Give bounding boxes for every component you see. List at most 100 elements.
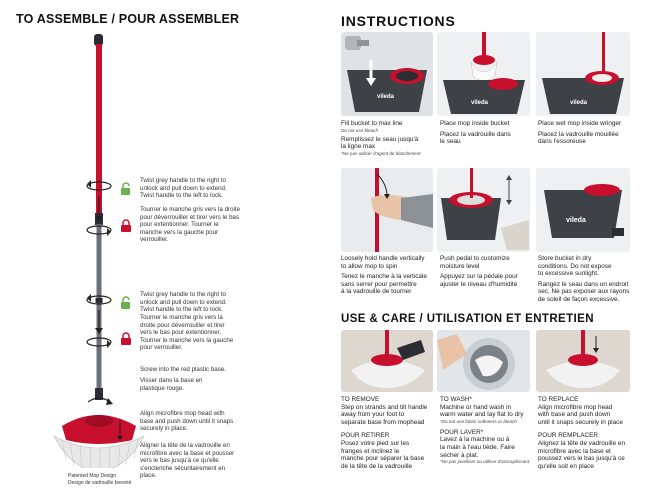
- caption-fr: sans serrer pour permettre: [341, 280, 417, 288]
- svg-text:vileda: vileda: [566, 217, 586, 224]
- caption-note-en: *Do not use fabric softeners or bleach: [440, 418, 517, 424]
- photo-wringer: vileda: [536, 32, 630, 116]
- text-line: Tourner le manche gris vers la droite: [140, 206, 241, 213]
- instruction-3-caption: Place wet mop inside wringer Placez la v…: [538, 120, 638, 146]
- caption-en: Store bucket in dry: [538, 255, 592, 262]
- caption-fr: Posez votre pied sur les: [341, 439, 410, 447]
- caption-fr: de la tête de la vadrouille: [341, 462, 413, 470]
- text-line: verrouiller.: [140, 236, 169, 244]
- step1-text-fr: Tourner le manche gris vers la droite po…: [140, 206, 310, 244]
- lock-icon: [121, 332, 131, 345]
- caption-fr: microfibre avec la base et: [538, 447, 611, 455]
- caption-fr: Placez la vadrouille mouillée: [538, 130, 619, 138]
- patent-en: Patented Mop Design: [68, 473, 117, 479]
- instructions-title: INSTRUCTIONS: [341, 13, 456, 29]
- caption-note-fr: *Ne pas javelliser ou utiliser d'assoupl…: [440, 459, 531, 465]
- care-title-fr: POUR LAVER*: [440, 428, 484, 436]
- caption-en: Step on strands and tilt handle: [341, 403, 428, 411]
- caption-fr: Placez la vadrouille dans: [440, 130, 511, 138]
- unlock-icon: [121, 182, 130, 195]
- instruction-2-caption: Place mop inside bucket Placez la vadrou…: [440, 120, 535, 146]
- care-replace-caption: TO REPLACE Align microfibre mop head wit…: [538, 396, 644, 470]
- caption-fr: franges et inclinez le: [341, 447, 400, 455]
- caption-en: to allow mop to spin: [341, 262, 398, 270]
- photo-replace: [536, 330, 630, 392]
- care-wash-caption: TO WASH* Machine or hand wash in warm wa…: [440, 396, 537, 465]
- photo-wash: [437, 330, 530, 392]
- photo-fill-bucket: vileda: [341, 32, 433, 116]
- text-line: s'enclenche sécuritairement en: [140, 464, 226, 472]
- text-line: vers le bas jusqu'à ce qu'elle: [140, 457, 219, 465]
- photo-store-bucket: vileda: [536, 168, 630, 252]
- text-line: manche vers la gauche pour: [140, 228, 219, 236]
- mop-illustration: [53, 34, 145, 468]
- instruction-5-caption: Push pedal to customize moisture level A…: [440, 255, 535, 288]
- caption-note-en: Do not use bleach: [341, 127, 379, 133]
- care-title-fr: POUR RETIRER: [341, 432, 390, 440]
- photo-hold-handle: [341, 168, 433, 252]
- caption-fr: le seau: [440, 138, 461, 146]
- step4-text-fr: Aligner la tête de la vadrouille en micr…: [140, 442, 310, 480]
- caption-fr: la ligne max: [341, 143, 376, 151]
- care-title-en: TO REPLACE: [538, 396, 579, 403]
- lock-icon: [121, 219, 131, 232]
- text-line: Align microfibre mop head with: [140, 410, 225, 417]
- vileda-logo: vileda: [377, 94, 395, 100]
- text-line: securely in place.: [140, 425, 188, 433]
- caption-fr: Remplissez le seau jusqu'à: [341, 135, 419, 143]
- step4-text-en: Align microfibre mop head with base and …: [140, 410, 310, 433]
- photo-place-mop: vileda: [437, 32, 530, 116]
- caption-fr: poussez vers le bas jusqu'à ce: [538, 455, 625, 463]
- instruction-1-caption: Fill bucket to max line Do not use bleac…: [341, 120, 436, 157]
- step1-text-en: Twist grey handle to the right to unlock…: [140, 177, 310, 200]
- caption-en: conditions. Do not expose: [538, 262, 612, 270]
- care-title-fr: POUR REMPLACER: [538, 432, 599, 440]
- caption-en: separate base from mophead: [341, 418, 425, 426]
- caption-fr: Rangez le seau dans un endroit: [538, 280, 629, 288]
- caption-en: Align microfibre mop head: [538, 403, 613, 411]
- caption-en: moisture level: [440, 262, 480, 270]
- caption-fr: sécher à plat.: [440, 451, 479, 459]
- caption-fr: ajuster le niveau d'humidité: [440, 280, 518, 288]
- caption-en: Fill bucket to max line: [341, 120, 403, 127]
- caption-fr: dans l'essoreuse: [538, 138, 586, 146]
- assemble-title: TO ASSEMBLE / POUR ASSEMBLER: [16, 12, 240, 26]
- caption-note-fr: *Ne pas utiliser d'agent de blanchiment: [341, 150, 421, 156]
- caption-en: Push pedal to customize: [440, 255, 510, 262]
- svg-text:vileda: vileda: [471, 100, 489, 106]
- text-line: pour verrouiller.: [140, 344, 183, 352]
- text-line: pour extentionner. Tourner le: [140, 221, 219, 229]
- caption-fr: Appuyez sur la pédale pour: [440, 273, 518, 281]
- caption-en: until it snaps securely in place: [538, 418, 623, 426]
- step2-text-en: Twist grey handle to the right to unlock…: [140, 291, 310, 314]
- care-title-en: TO REMOVE: [341, 396, 380, 403]
- step3-text-fr: Visser dans la base en plastique rouge.: [140, 377, 310, 392]
- text-line: Tourner le manche gris vers la: [140, 314, 223, 321]
- caption-en: away from your foot to: [341, 411, 405, 419]
- text-line: place.: [140, 472, 157, 480]
- caption-fr: sec. Ne pas exposer aux rayons: [538, 288, 630, 296]
- text-line: unlock and pull down to extend.: [140, 298, 227, 306]
- patent-note: Patented Mop Design Design de vadrouille…: [68, 473, 131, 486]
- caption-en: Place wet mop inside wringer: [538, 120, 622, 127]
- caption-en: to excessive sunlight.: [538, 270, 599, 278]
- text-line: unlock and pull down to extend.: [140, 184, 227, 192]
- text-line: vers le bas pour extentionner.: [140, 329, 222, 337]
- step3-text-en: Screw into the red plastic base.: [140, 366, 310, 374]
- caption-fr: manche pour séparer la base: [341, 455, 425, 463]
- svg-text:vileda: vileda: [570, 100, 588, 106]
- caption-fr: Lavez à la machine ou à: [440, 436, 510, 444]
- step2-text-fr: Tourner le manche gris vers la droite po…: [140, 314, 310, 352]
- text-line: Twist handle to the left to lock.: [140, 192, 223, 200]
- text-line: Tourner le manche vers la gauche: [140, 336, 234, 344]
- caption-fr: de soleil de façon excessive.: [538, 295, 620, 303]
- caption-en: warm water and lay flat to dry: [440, 411, 524, 419]
- caption-fr: la main à l'eau tiède. Faire: [440, 443, 515, 451]
- instruction-6-caption: Store bucket in dry conditions. Do not e…: [538, 255, 643, 304]
- text-line: Twist grey handle to the right to: [140, 177, 226, 184]
- caption-en: with base and push down: [538, 411, 611, 419]
- text-line: pour déverrouiller et tirer vers le bas: [140, 213, 240, 221]
- text-line: Twist handle to the left to lock.: [140, 306, 223, 314]
- unlock-icon: [121, 296, 130, 309]
- care-remove-caption: TO REMOVE Step on strands and tilt handl…: [341, 396, 438, 470]
